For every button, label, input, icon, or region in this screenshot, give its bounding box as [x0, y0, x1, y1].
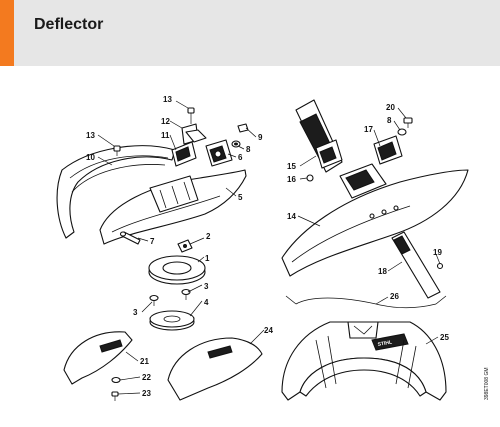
- callout-9: 9: [258, 133, 263, 142]
- callout-17: 17: [364, 125, 373, 134]
- callout-8b: 8: [387, 116, 392, 125]
- callout-11: 11: [161, 131, 170, 140]
- callout-4: 4: [204, 298, 209, 307]
- deflector-part-14: [281, 163, 469, 277]
- callout-6: 6: [238, 153, 243, 162]
- bracket-part-12: [181, 123, 207, 145]
- washer-part-8-left: [231, 140, 241, 148]
- nut-part-2: [177, 239, 193, 253]
- clamp-part-17: [373, 135, 403, 165]
- screw-part-3-left: [149, 294, 159, 306]
- callout-25: 25: [440, 333, 449, 342]
- callout-15: 15: [287, 162, 296, 171]
- screw-part-13-top: [187, 107, 195, 124]
- block-part-6: [205, 139, 233, 167]
- callout-19: 19: [433, 248, 442, 257]
- callout-22: 22: [142, 373, 151, 382]
- stihl-logo-text: STIHL: [377, 340, 392, 348]
- diagram-code: 398ET008 GM: [484, 367, 490, 400]
- spring-part-26: [285, 295, 447, 309]
- screw-part-13-left: [113, 145, 121, 156]
- pin-part-7: [119, 231, 141, 245]
- guard-part-24: [167, 337, 263, 401]
- disc-part-4: [149, 310, 195, 331]
- callout-12: 12: [161, 117, 170, 126]
- clamp-part-15: [315, 139, 343, 169]
- callout-2: 2: [206, 232, 211, 241]
- header-bar: Deflector: [0, 0, 500, 66]
- callout-26: 26: [390, 292, 399, 301]
- guard-part-21: [63, 331, 133, 385]
- callout-8a: 8: [246, 145, 251, 154]
- washer-part-22: [111, 376, 121, 384]
- clamp-part-11: [171, 141, 197, 167]
- screw-part-3-right: [181, 288, 191, 300]
- deflector-part-10: [56, 145, 176, 239]
- screw-part-19: [436, 262, 444, 270]
- ring-part-1: [148, 255, 206, 285]
- brand-accent-bar: [0, 0, 14, 66]
- callout-1: 1: [205, 254, 210, 263]
- callout-labels: 1 2 3 3 4 5 6 7 8 8 9 10 11 12 13 13 14 …: [86, 95, 449, 398]
- exploded-view-drawing: 1 2 3 3 4 5 6 7 8 8 9 10 11 12 13 13 14 …: [56, 95, 490, 401]
- callout-14: 14: [287, 212, 296, 221]
- callout-16: 16: [287, 175, 296, 184]
- page-title: Deflector: [34, 16, 104, 33]
- callout-3a: 3: [133, 308, 138, 317]
- callout-7: 7: [150, 237, 155, 246]
- callout-5: 5: [238, 193, 243, 202]
- callout-3b: 3: [204, 282, 209, 291]
- callout-24: 24: [264, 326, 273, 335]
- callout-20: 20: [386, 103, 395, 112]
- washer-part-8-right: [397, 128, 407, 136]
- callout-21: 21: [140, 357, 149, 366]
- guard-part-5: [99, 169, 247, 245]
- screw-part-23: [111, 391, 119, 401]
- callout-13b: 13: [86, 131, 95, 140]
- blade-part-18: [391, 231, 441, 299]
- callout-13a: 13: [163, 95, 172, 104]
- deflector-part-25: [281, 321, 447, 401]
- callout-18: 18: [378, 267, 387, 276]
- parts-diagram: 1 2 3 3 4 5 6 7 8 8 9 10 11 12 13 13 14 …: [0, 66, 500, 422]
- screw-part-20: [403, 117, 413, 128]
- callout-10: 10: [86, 153, 95, 162]
- nut-part-16: [306, 174, 314, 182]
- callout-23: 23: [142, 389, 151, 398]
- leader-lines: [97, 100, 441, 395]
